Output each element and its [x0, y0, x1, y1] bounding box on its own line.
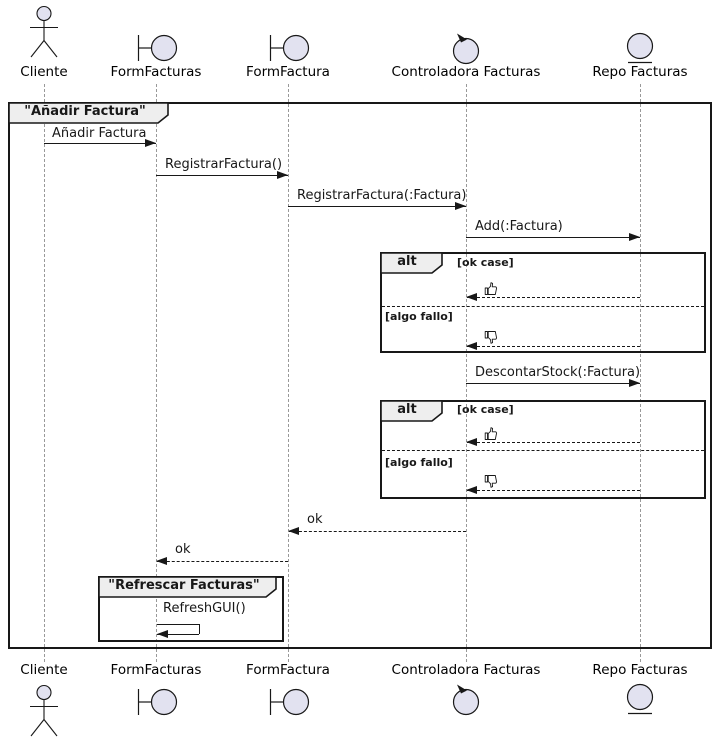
message-ok-to-formfacturas: ok [175, 542, 191, 557]
thumbs-down-icon [484, 330, 498, 349]
alt-pentagon [380, 400, 444, 426]
participant-label-cliente: Cliente [20, 64, 68, 80]
participant-label-repo-facturas: Repo Facturas [592, 662, 688, 678]
arrowhead [156, 557, 167, 565]
control-icon [451, 31, 481, 69]
message-registrar-factura-arg: RegistrarFactura(:Factura) [297, 188, 467, 203]
return-line [289, 531, 466, 532]
participant-label-formfactura: FormFactura [246, 662, 330, 678]
message-line [288, 206, 466, 207]
alt-frame-2 [380, 400, 706, 499]
message-refresh-gui: RefreshGUI() [163, 601, 246, 616]
lifeline-repo-facturas [640, 84, 641, 662]
participant-label-cliente: Cliente [20, 662, 68, 678]
alt-operator: alt [397, 254, 417, 269]
message-ok-to-formfactura: ok [307, 512, 323, 527]
self-message-line [157, 634, 199, 635]
boundary-icon [135, 687, 179, 721]
entity-icon [625, 682, 655, 722]
arrowhead [466, 486, 477, 494]
arrowhead [288, 527, 299, 535]
control-icon [451, 682, 481, 720]
self-message-line [157, 624, 199, 625]
frame-title-pentagon [8, 102, 170, 128]
alt-frame-1 [380, 252, 706, 353]
arrowhead [455, 202, 466, 210]
guard-algo-fallo: [algo fallo] [385, 310, 453, 323]
return-line [467, 442, 640, 443]
arrowhead [466, 438, 477, 446]
participant-label-formfacturas: FormFacturas [110, 64, 202, 80]
thumbs-up-icon [484, 281, 498, 300]
return-line [157, 561, 288, 562]
message-registrar-factura: RegistrarFactura() [165, 157, 283, 172]
message-add-factura: Add(:Factura) [475, 219, 563, 234]
boundary-icon [267, 687, 311, 721]
participant-label-repo-facturas: Repo Facturas [592, 64, 688, 80]
alt-divider [382, 450, 704, 451]
alt-pentagon [380, 252, 444, 278]
alt-operator: alt [397, 402, 417, 417]
arrowhead [145, 139, 156, 147]
participant-label-controladora-facturas: Controladora Facturas [391, 662, 541, 678]
message-line [44, 143, 156, 144]
return-line [467, 346, 640, 347]
lifeline-formfacturas [156, 84, 157, 662]
guard-algo-fallo: [algo fallo] [385, 456, 453, 469]
lifeline-cliente [44, 84, 45, 662]
arrowhead [157, 630, 168, 638]
boundary-icon [135, 33, 179, 67]
entity-icon [625, 31, 655, 71]
frame-title: "Añadir Factura" [24, 104, 146, 119]
guard-ok-case: [ok case] [457, 256, 514, 269]
return-line [467, 490, 640, 491]
participant-label-formfactura: FormFactura [246, 64, 330, 80]
lifeline-formfactura [288, 84, 289, 662]
frame-anadir-factura [8, 102, 712, 649]
message-line [466, 383, 640, 384]
lifeline-controladora-facturas [466, 84, 467, 662]
boundary-icon [267, 33, 311, 67]
arrowhead [466, 342, 477, 350]
arrowhead [629, 379, 640, 387]
actor-icon [26, 684, 62, 744]
arrowhead [277, 171, 288, 179]
participant-label-formfacturas: FormFacturas [110, 662, 202, 678]
participant-label-controladora-facturas: Controladora Facturas [391, 64, 541, 80]
group-title-pentagon [98, 576, 278, 602]
thumbs-down-icon [484, 474, 498, 493]
alt-divider [382, 306, 704, 307]
message-line [466, 237, 640, 238]
group-title: "Refrescar Facturas" [108, 578, 260, 593]
self-message-line [199, 624, 200, 634]
message-descontar-stock: DescontarStock(:Factura) [475, 365, 641, 380]
arrowhead [466, 293, 477, 301]
return-line [467, 297, 640, 298]
arrowhead [629, 233, 640, 241]
message-line [156, 175, 288, 176]
thumbs-up-icon [484, 426, 498, 445]
guard-ok-case: [ok case] [457, 403, 514, 416]
actor-icon [26, 5, 62, 65]
message-anadir-factura: Añadir Factura [52, 126, 147, 141]
